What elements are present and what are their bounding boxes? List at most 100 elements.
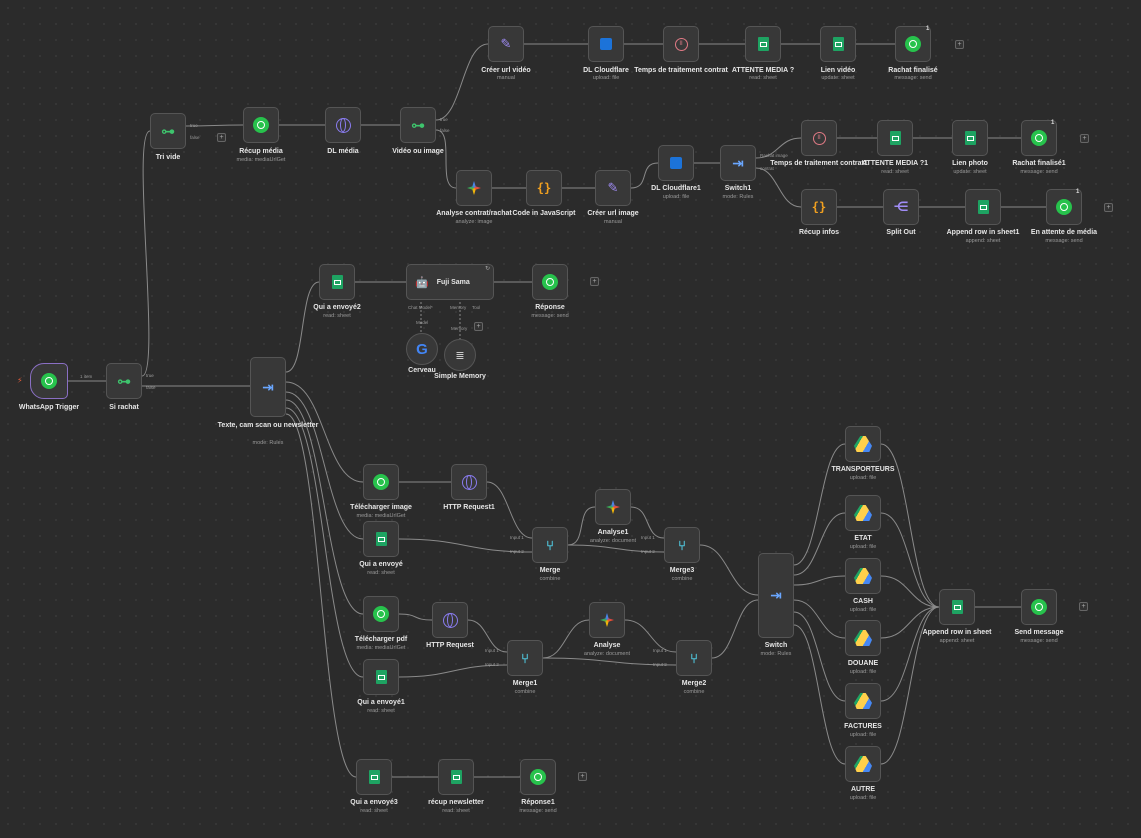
simple-memory-node[interactable]: ≣ [444, 339, 476, 371]
node-label: Switch1 [724, 185, 752, 192]
recup-infos-node[interactable]: {} [801, 189, 837, 225]
factures-node[interactable] [845, 683, 881, 719]
add-node-button[interactable]: + [955, 40, 964, 49]
send-message-node[interactable] [1021, 589, 1057, 625]
node-label: Si rachat [109, 404, 139, 411]
add-node-button[interactable]: + [590, 277, 599, 286]
merge-node[interactable]: ⑂ [532, 527, 568, 563]
globe-icon [335, 117, 351, 133]
transporteurs-node[interactable] [845, 426, 881, 462]
analyse-node[interactable] [589, 602, 625, 638]
node-subtitle: read: sheet [367, 570, 395, 576]
globe-icon [442, 612, 458, 628]
whatsapp-trigger-node[interactable] [30, 363, 68, 399]
node-label: Réponse1 [521, 799, 555, 806]
add-node-button[interactable]: + [1079, 602, 1088, 611]
connection-wire[interactable] [435, 43, 489, 121]
en-attente-node[interactable] [1046, 189, 1082, 225]
connection-wire[interactable] [880, 606, 940, 702]
port-label: true [146, 373, 154, 378]
texte-cam-scan-switch-node[interactable]: ⇥ [250, 357, 286, 417]
append-row-node[interactable] [939, 589, 975, 625]
node-label: Télécharger pdf [354, 636, 408, 643]
node-label: HTTP Request [426, 642, 474, 649]
port-label: Input 1 [510, 535, 524, 540]
cerveau-node[interactable]: G [406, 333, 438, 365]
fuji-sama-agent-node[interactable]: 🤖 Fuji Sama [406, 264, 494, 300]
add-node-button[interactable]: + [1080, 134, 1089, 143]
autre-node[interactable] [845, 746, 881, 782]
append-row1-node[interactable] [965, 189, 1001, 225]
lien-video-node[interactable] [820, 26, 856, 62]
sheets-icon [757, 37, 769, 51]
switch1-node[interactable]: ⇥ [720, 145, 756, 181]
http-request1-node[interactable] [451, 464, 487, 500]
connection-wire[interactable] [398, 613, 433, 621]
node-label: AUTRE [850, 786, 876, 793]
connection-wire[interactable] [285, 413, 357, 778]
analyse1-node[interactable] [595, 489, 631, 525]
node-subtitle: manual [603, 219, 623, 225]
douane-node[interactable] [845, 620, 881, 656]
merge2-node[interactable]: ⑂ [676, 640, 712, 676]
node-subtitle: append: sheet [965, 238, 1001, 244]
temps-traitement1-node[interactable]: II [801, 120, 837, 156]
reponse1-node[interactable] [520, 759, 556, 795]
connection-wire[interactable] [793, 575, 846, 586]
recup-media-node[interactable] [243, 107, 279, 143]
node-subtitle: message: send [1020, 169, 1058, 175]
recup-newsletter-node[interactable] [438, 759, 474, 795]
tri-vide-node[interactable]: ⊶ [150, 113, 186, 149]
node-label: DL Cloudflare1 [651, 185, 701, 192]
temps-traitement-node[interactable]: II [663, 26, 699, 62]
attente-media1-node[interactable] [877, 120, 913, 156]
refresh-icon: ↻ [485, 266, 491, 272]
connection-wire[interactable] [141, 130, 151, 377]
add-tool-button[interactable]: + [474, 322, 483, 331]
cash-node[interactable] [845, 558, 881, 594]
add-node-button[interactable]: + [217, 133, 226, 142]
add-node-button[interactable]: + [1104, 203, 1113, 212]
add-node-button[interactable]: + [578, 772, 587, 781]
merge1-node[interactable]: ⑂ [507, 640, 543, 676]
dl-media-node[interactable] [325, 107, 361, 143]
gemini-icon [600, 613, 614, 627]
reponse-node[interactable] [532, 264, 568, 300]
attente-media-node[interactable] [745, 26, 781, 62]
rachat-finalise-node[interactable] [895, 26, 931, 62]
analyse-contrat-node[interactable] [456, 170, 492, 206]
qui-envoye1-node[interactable] [363, 659, 399, 695]
rachat-finalise1-node[interactable] [1021, 120, 1057, 156]
connection-wire[interactable] [285, 381, 364, 483]
connection-wire[interactable] [880, 512, 940, 608]
si-rachat-node[interactable]: ⊶ [106, 363, 142, 399]
connection-wire[interactable] [435, 129, 457, 189]
video-ou-image-node[interactable]: ⊶ [400, 107, 436, 143]
qui-envoye-node[interactable] [363, 521, 399, 557]
creer-url-image-node[interactable]: ✎ [595, 170, 631, 206]
node-label: Append row in sheet1 [946, 229, 1020, 236]
node-subtitle: upload: file [849, 732, 877, 738]
telecharger-image-node[interactable] [363, 464, 399, 500]
http-request-node[interactable] [432, 602, 468, 638]
port-label: Input 1 [653, 648, 667, 653]
node-subtitle: mode: Rules [722, 194, 754, 200]
telecharger-pdf-node[interactable] [363, 596, 399, 632]
node-label: CASH [853, 598, 873, 605]
split-out-node[interactable]: ⋲ [883, 189, 919, 225]
dl-cloudflare1-node[interactable] [658, 145, 694, 181]
lien-photo-node[interactable] [952, 120, 988, 156]
code-js-node[interactable]: {} [526, 170, 562, 206]
qui-envoye3-node[interactable] [356, 759, 392, 795]
merge3-node[interactable]: ⑂ [664, 527, 700, 563]
etat-node[interactable] [845, 495, 881, 531]
node-label: Lien photo [952, 160, 988, 167]
qui-envoye2-node[interactable] [319, 264, 355, 300]
dl-cloudflare-node[interactable] [588, 26, 624, 62]
switch-node[interactable]: ⇥ [758, 553, 794, 638]
connection-wire[interactable] [285, 281, 320, 373]
creer-url-video-node[interactable]: ✎ [488, 26, 524, 62]
port-label: Input 2 [485, 662, 499, 667]
run-count-badge: 1 [1076, 189, 1080, 195]
